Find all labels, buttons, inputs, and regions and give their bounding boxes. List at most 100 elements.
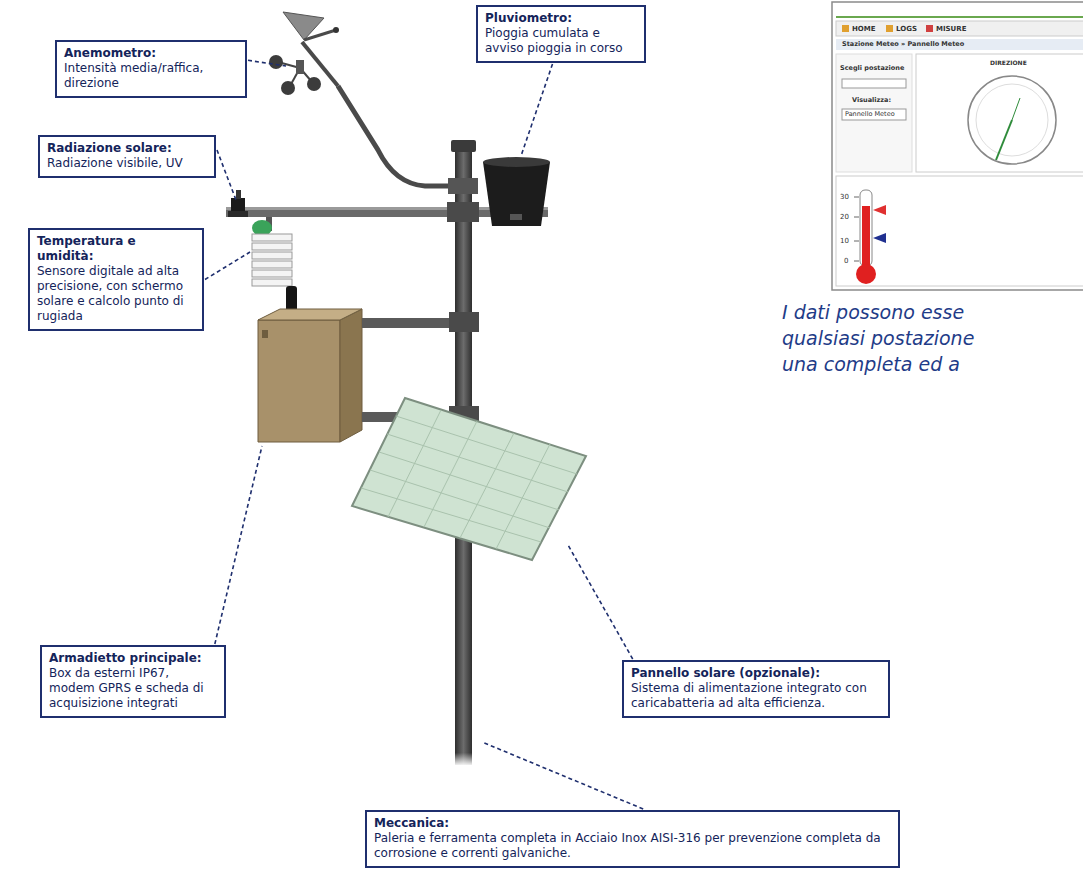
anemometer-part: [338, 86, 456, 186]
anemometer-part: [281, 81, 295, 95]
screenshot-text: LOGS: [896, 24, 917, 34]
screenshot-text: 0: [844, 256, 848, 266]
screenshot-text: DIREZIONE: [990, 59, 1027, 67]
software-screenshot-part: [842, 79, 906, 88]
callout-box: Pluviometro:Pioggia cumulata e avviso pi…: [476, 5, 646, 63]
software-screenshot-part: [836, 176, 1083, 286]
software-screenshot-part: [836, 39, 1083, 50]
solar-panel-part-part: [424, 421, 477, 527]
leader-line: [521, 64, 553, 156]
callout-text: Box da esterni IP67, modem GPRS e scheda…: [49, 666, 217, 711]
callout-box: Pannello solare (opzionale):Sistema di a…: [622, 660, 890, 718]
solar-panel-part-part: [460, 433, 514, 538]
temperature-shield-part: [252, 261, 292, 268]
callout-heading: Anemometro:: [64, 46, 238, 61]
software-screenshot-part: [996, 120, 1012, 160]
software-screenshot-part: [832, 2, 1083, 290]
screenshot-text: Pannello Meteo: [845, 110, 895, 119]
leader-line: [205, 252, 250, 280]
callout-heading: Pannello solare (opzionale):: [631, 666, 881, 681]
callout-text: Paleria e ferramenta completa in Acciaio…: [374, 831, 891, 861]
screenshot-text: 20: [840, 212, 849, 222]
screenshot-text: 30: [840, 192, 849, 202]
screenshot-text: Stazione Meteo » Pannello Meteo: [842, 40, 964, 49]
anemometer-part: [269, 55, 283, 69]
cabinet-part: [258, 309, 362, 320]
callout-heading: Pluviometro:: [485, 11, 637, 26]
callout-heading: Meccanica:: [374, 816, 891, 831]
temperature-shield-part: [252, 243, 292, 250]
callout-box: Radiazione solare:Radiazione visibile, U…: [38, 135, 216, 178]
temperature-shield-part: [252, 252, 292, 259]
cross-arm-part: [447, 202, 479, 222]
caption-text: I dati possono esse: [782, 300, 964, 325]
cabinet-part: [362, 318, 457, 328]
temperature-shield-part: [252, 270, 292, 277]
pole-part: [452, 700, 475, 766]
software-screenshot-part: [854, 217, 859, 218]
leader-line: [217, 150, 236, 200]
callout-text: Radiazione visibile, UV: [47, 156, 207, 171]
software-screenshot-part: [842, 25, 849, 32]
caption-text: una completa ed a: [782, 352, 960, 377]
solar-panel-part: [361, 410, 577, 549]
temperature-shield-part: [252, 234, 292, 241]
rain-gauge-part: [510, 214, 522, 220]
software-screenshot-part: [842, 109, 906, 120]
callout-box: Meccanica:Paleria e ferramenta completa …: [365, 810, 900, 868]
screenshot-text: HOME: [852, 24, 876, 34]
cabinet-part: [449, 312, 479, 332]
callout-text: Sensore digitale ad alta precisione, con…: [37, 264, 195, 324]
screenshot-text: Scegli postazione: [840, 64, 904, 73]
leader-line: [248, 60, 286, 66]
anemometer-part: [296, 60, 304, 74]
software-screenshot-part: [916, 54, 1083, 172]
callout-box: Anemometro:Intensità media/raffica, dire…: [55, 40, 247, 98]
software-screenshot-part: [926, 25, 933, 32]
screenshot-text: 10: [840, 236, 849, 246]
anemometer: [269, 12, 478, 194]
callout-text: Pioggia cumulata e avviso pioggia in cor…: [485, 26, 637, 56]
screenshot-text: MISURE: [936, 24, 966, 34]
cabinet-part: [340, 309, 362, 442]
software-screenshot-part: [854, 197, 859, 198]
radiation-sensor: [228, 190, 248, 217]
caption-text: qualsiasi postazione: [782, 326, 974, 351]
software-screenshot-part: [854, 241, 859, 242]
software-screenshot-part: [873, 233, 886, 243]
temperature-shield-part: [252, 279, 292, 286]
software-screenshot-part: [976, 84, 1048, 156]
software-screenshot-part: [836, 54, 912, 172]
leader-line: [215, 446, 262, 644]
leader-line: [482, 742, 643, 809]
solar-panel-part-part: [361, 488, 541, 542]
solar-panel-part-part: [396, 416, 577, 474]
anemometer-part: [307, 77, 321, 91]
rain-gauge-part: [483, 162, 550, 226]
software-screenshot-part: [1012, 98, 1020, 120]
radiation-sensor-part: [236, 190, 241, 199]
anemometer-part: [302, 42, 338, 86]
pole-part: [451, 140, 476, 152]
software-screenshot-part: [886, 25, 893, 32]
solar-panel-part: [352, 398, 586, 560]
cabinet-part: [258, 320, 340, 442]
anemometer-part: [333, 27, 339, 33]
software-screenshot-part: [854, 261, 859, 262]
software-screenshot-part: [873, 205, 886, 215]
callout-box: Armadietto principale:Box da esterni IP6…: [40, 645, 226, 718]
cabinet-part: [262, 330, 268, 338]
software-screenshot-part: [836, 21, 1083, 36]
software-screenshot-part: [836, 16, 1083, 18]
callout-text: Sistema di alimentazione integrato con c…: [631, 681, 881, 711]
radiation-sensor-part: [231, 198, 245, 212]
radiation-sensor-part: [228, 211, 248, 217]
callout-box: Temperatura e umidità:Sensore digitale a…: [28, 228, 204, 331]
callout-text: Intensità media/raffica, direzione: [64, 61, 238, 91]
screenshot-text: Visualizza:: [852, 96, 891, 105]
leader-line: [568, 545, 633, 659]
rain-gauge: [483, 157, 550, 226]
rain-gauge-part: [483, 157, 550, 167]
